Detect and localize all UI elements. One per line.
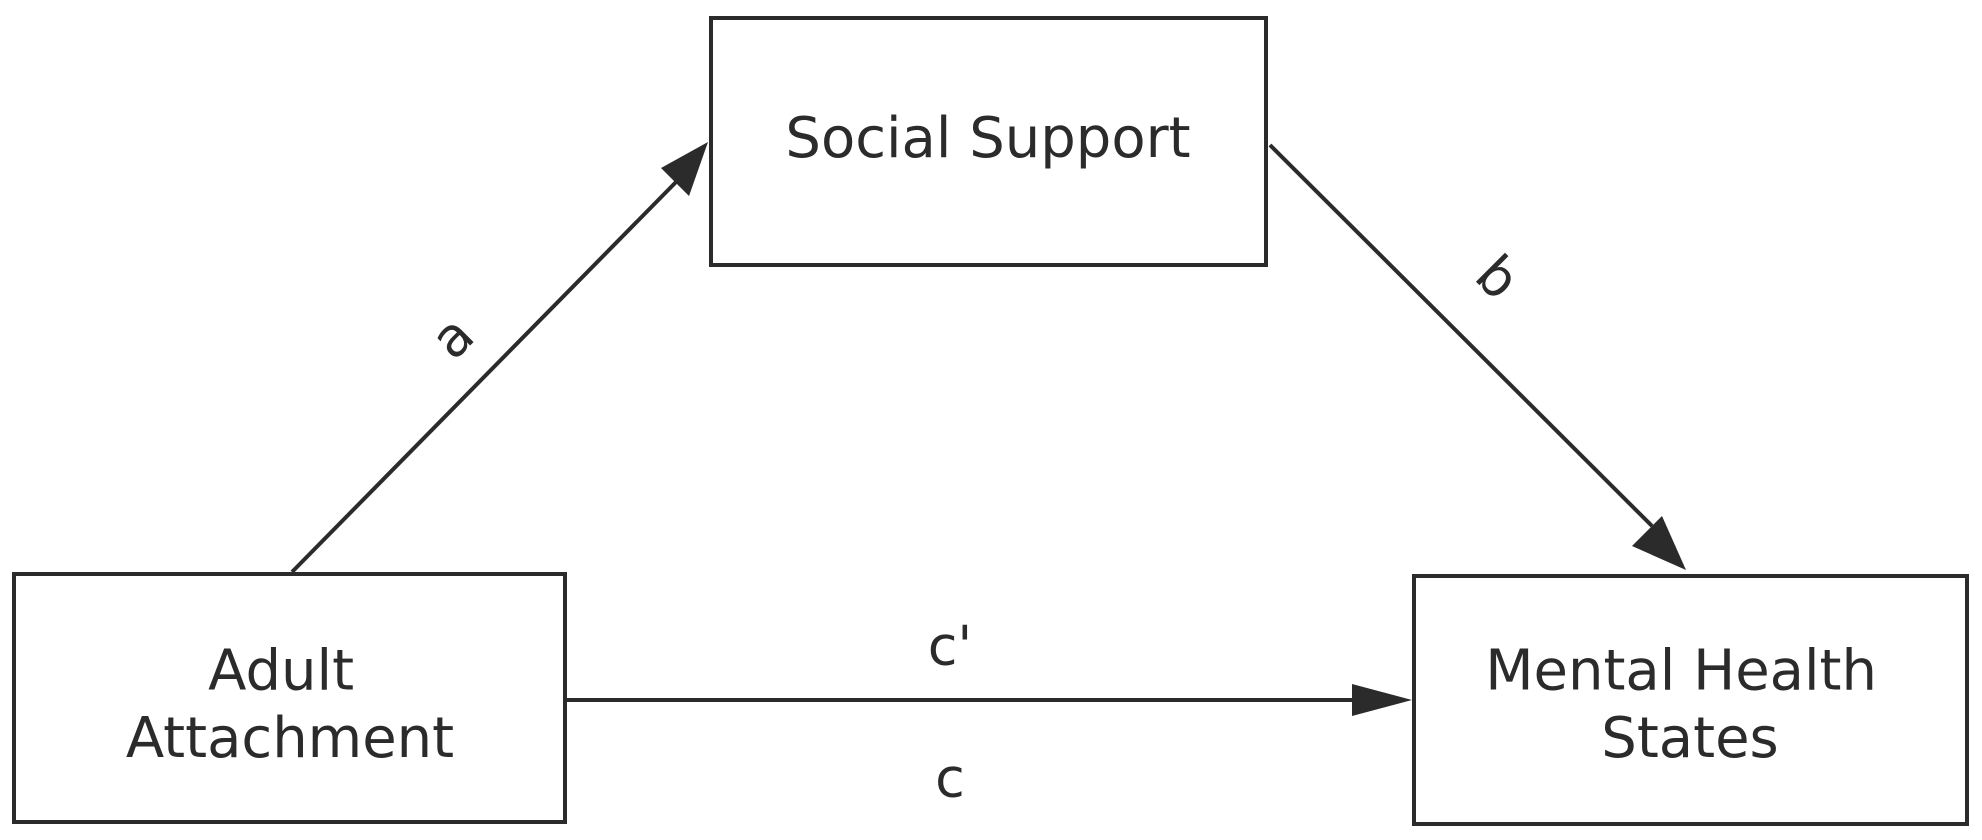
edge-c	[566, 684, 1412, 716]
edge-a-line	[290, 178, 680, 574]
node-mental-health-line-2: States	[1601, 706, 1778, 771]
edge-b-arrowhead	[1632, 516, 1686, 570]
edge-c-arrowhead	[1352, 684, 1412, 716]
node-adult-attachment-label: Adult Attachment	[126, 639, 454, 771]
node-mental-health-box	[1412, 574, 1969, 826]
edge-b-label: b	[1463, 243, 1532, 312]
node-adult-attachment-box	[12, 572, 567, 824]
edge-b-line	[1268, 143, 1654, 528]
node-mental-health-label: Mental Health States	[1485, 639, 1895, 771]
edge-a-label: a	[418, 303, 486, 371]
node-social-support-label: Social Support	[785, 106, 1190, 171]
edge-a	[290, 142, 708, 574]
node-social-support-box	[709, 16, 1268, 267]
edge-c-label: c	[935, 747, 965, 810]
node-adult-attachment: Adult Attachment	[12, 572, 567, 824]
node-mental-health-line-1: Mental Health	[1485, 639, 1877, 704]
node-social-support: Social Support	[709, 16, 1268, 267]
node-adult-attachment-line-2: Attachment	[126, 706, 454, 771]
edge-b	[1268, 143, 1686, 570]
edge-a-arrowhead	[661, 142, 708, 196]
node-adult-attachment-line-1: Adult	[208, 639, 354, 704]
edge-c-prime-label: c'	[928, 615, 973, 678]
node-mental-health: Mental Health States	[1412, 574, 1969, 826]
